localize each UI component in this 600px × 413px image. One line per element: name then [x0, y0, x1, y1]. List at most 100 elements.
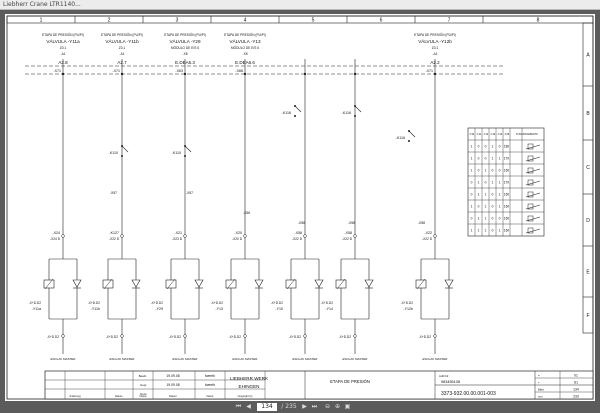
legend-cell: 0 — [492, 205, 494, 209]
page-field-value: 233 — [573, 395, 579, 399]
circuit-connector-label: -X71 — [112, 69, 120, 73]
plug-label: -X+D.D2 — [271, 301, 284, 305]
row-label: B — [586, 111, 590, 117]
next-page-icon[interactable]: ▶ — [302, 403, 307, 410]
connector-annotation: -X56 — [243, 211, 250, 215]
row-strip-border — [582, 22, 594, 334]
module-label: ESCLAV MASTER — [343, 357, 369, 361]
legend-cell: 1 — [485, 217, 487, 221]
column-label: 2 — [108, 18, 111, 24]
terminal-label: -X22 — [424, 231, 432, 235]
row-label: C — [586, 165, 590, 171]
terminal-circle — [433, 234, 437, 238]
legend-cell: 180 — [504, 145, 510, 149]
legend-cell: 0 — [478, 169, 480, 173]
legend-cell: 1 — [492, 145, 494, 149]
titleblock-caption: Name — [207, 394, 214, 398]
legend-header: -Y11 — [476, 132, 482, 136]
connector-annotation: -X58 — [298, 221, 305, 225]
module-label: ESCLAV MASTER — [293, 357, 319, 361]
legend-cell: 0 — [471, 181, 473, 185]
relay-dot — [184, 155, 186, 157]
titleblock-caption: Datum — [115, 394, 123, 398]
terminal-ref: -X22 D — [292, 237, 303, 241]
coil-label: -Y12b — [403, 307, 413, 311]
terminal-ref: -X23 D — [172, 237, 183, 241]
titleblock-name: fweeth — [205, 374, 215, 378]
legend-cell: 0 — [471, 217, 473, 221]
coil-slash — [416, 278, 426, 290]
plug-label: -X+D.D2 — [401, 301, 414, 305]
legend-cell: 160 — [504, 205, 510, 209]
terminal-label: -X20 — [234, 231, 242, 235]
coil-label: -Y11b — [91, 307, 100, 311]
legend-cell: 0 — [499, 217, 501, 221]
circuit-title-line1: ETAPA DE PRESIÓN (PU/PI) — [414, 32, 456, 37]
legend-symbol-box — [527, 143, 534, 150]
circuit-title-line2: VÁLVULA -Y11b — [105, 38, 139, 44]
legend-border — [467, 127, 545, 237]
legend-cell: 1 — [471, 145, 473, 149]
circuit-4: ETAPA DE PRESIÓN (PU/PI)VÁLVULA -Y13MÓDU… — [211, 32, 266, 361]
page-toolbar: ⏮ ◀ 134 / 235 ▶ ⏭ ⊖ ⊕ ▣ — [0, 401, 600, 413]
relay-2: -K110 — [172, 145, 192, 157]
page-number-input[interactable]: 134 — [257, 403, 277, 411]
titleblock-left-label: Bearb. — [139, 374, 147, 378]
relay-dot — [354, 115, 356, 117]
plug-label: -X+D.D2 — [88, 301, 101, 305]
legend-cell: 1 — [471, 169, 473, 173]
diode-symbol — [364, 279, 374, 288]
legend-cell: 1 — [492, 181, 494, 185]
terminal-circle — [120, 234, 124, 238]
terminal-ref: -X24 D — [50, 237, 61, 241]
plug-label: -X+D.D2 — [151, 301, 164, 305]
column-label: 8 — [537, 18, 540, 24]
relay-label: -K110 — [172, 151, 181, 155]
first-page-icon[interactable]: ⏮ — [235, 403, 242, 410]
junction-dot — [433, 72, 437, 76]
column-header-border — [6, 15, 594, 24]
return-terminal — [183, 334, 187, 338]
legend-cell: 1 — [499, 229, 501, 233]
legend-cell: 1 — [499, 205, 501, 209]
legend-cell: 1 — [478, 181, 480, 185]
relay-1: -K110 — [109, 145, 129, 157]
circuit-title-line2: VÁLVULA -Y12b — [418, 38, 452, 44]
relay-dot — [408, 130, 410, 132]
legend-symbol-box — [527, 203, 534, 210]
fit-page-icon[interactable]: ▣ — [344, 403, 351, 410]
legend-cell: 160 — [504, 217, 510, 221]
circuit-zone-label: Z0.1 — [432, 46, 439, 50]
legend-cell: 1 — [485, 193, 487, 197]
circuit-title-line2: VÁLVULA -Y11a — [46, 38, 80, 44]
zoom-in-icon[interactable]: ⊕ — [334, 403, 341, 410]
relay-label: -K116 — [342, 111, 351, 115]
connector-annotation: -X57 — [186, 191, 193, 195]
zoom-out-icon[interactable]: ⊖ — [324, 403, 331, 410]
diode-symbol — [444, 279, 454, 288]
legend-cell: 1 — [499, 193, 501, 197]
terminal-circle — [61, 234, 65, 238]
junction-dot — [183, 72, 187, 76]
legend-cell: 0 — [485, 181, 487, 185]
legend-cell: 1 — [478, 193, 480, 197]
column-label: 4 — [244, 18, 247, 24]
prev-page-icon[interactable]: ◀ — [246, 403, 251, 410]
coil-slash — [166, 278, 176, 290]
relay-contact — [184, 145, 192, 153]
module-label: ESCLAV MASTER — [233, 357, 259, 361]
legend-cell: 0 — [499, 169, 501, 173]
return-label: -X+D.D2 — [169, 335, 182, 339]
circuit-device-prefix: -A1 — [433, 52, 438, 56]
return-terminal — [243, 334, 247, 338]
circuit-2: ETAPA DE PRESIÓN (PU/PI)VÁLVULA -Y11bZ0.… — [88, 32, 143, 361]
coil-slash — [44, 278, 54, 290]
coil-slash — [286, 278, 296, 290]
page-field-value: 134 — [573, 388, 579, 392]
terminal-circle — [183, 234, 187, 238]
legend-cell: 1 — [485, 169, 487, 173]
row-label: D — [586, 218, 590, 224]
last-page-icon[interactable]: ⏭ — [311, 403, 318, 410]
